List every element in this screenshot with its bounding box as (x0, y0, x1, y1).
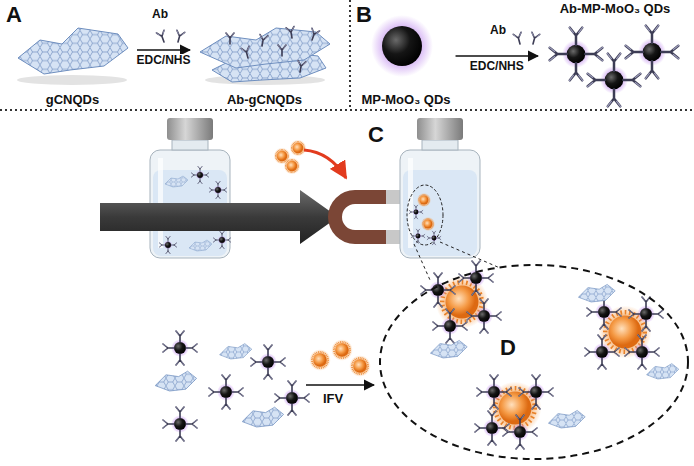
material-node: Ab-gCNQDs (192, 24, 337, 108)
ellipse-border (380, 265, 688, 459)
antibody-label: Ab (490, 24, 506, 38)
ellipse-outline (378, 263, 690, 461)
antibody-label: Ab (152, 8, 168, 22)
material-label: gCNQDs (46, 93, 99, 108)
divider (349, 0, 351, 110)
zoom-ellipse: D (378, 263, 690, 461)
panel-letter: C (368, 122, 384, 147)
divider (0, 109, 694, 111)
reagent-label: EDC/NHS (470, 60, 524, 74)
material-label: MP-MoO₃ QDs (361, 93, 450, 108)
analyte-label: IFV (323, 392, 343, 407)
panel-letter: A (6, 2, 22, 27)
material-node: MP-MoO₃ QDs (358, 18, 453, 108)
reagent-label: EDC/NHS (136, 54, 190, 68)
panel-letter: D (500, 335, 516, 360)
material-node: Ab-MP-MoO₃ QDs (540, 2, 690, 106)
material-label: Ab-gCNQDs (227, 93, 302, 108)
material-node: gCNQDs (10, 24, 135, 108)
reaction-arrow (456, 55, 538, 57)
reaction-arrow (137, 49, 190, 51)
panel-letter: B (356, 2, 372, 27)
material-label: Ab-MP-MoO₃ QDs (560, 2, 671, 17)
